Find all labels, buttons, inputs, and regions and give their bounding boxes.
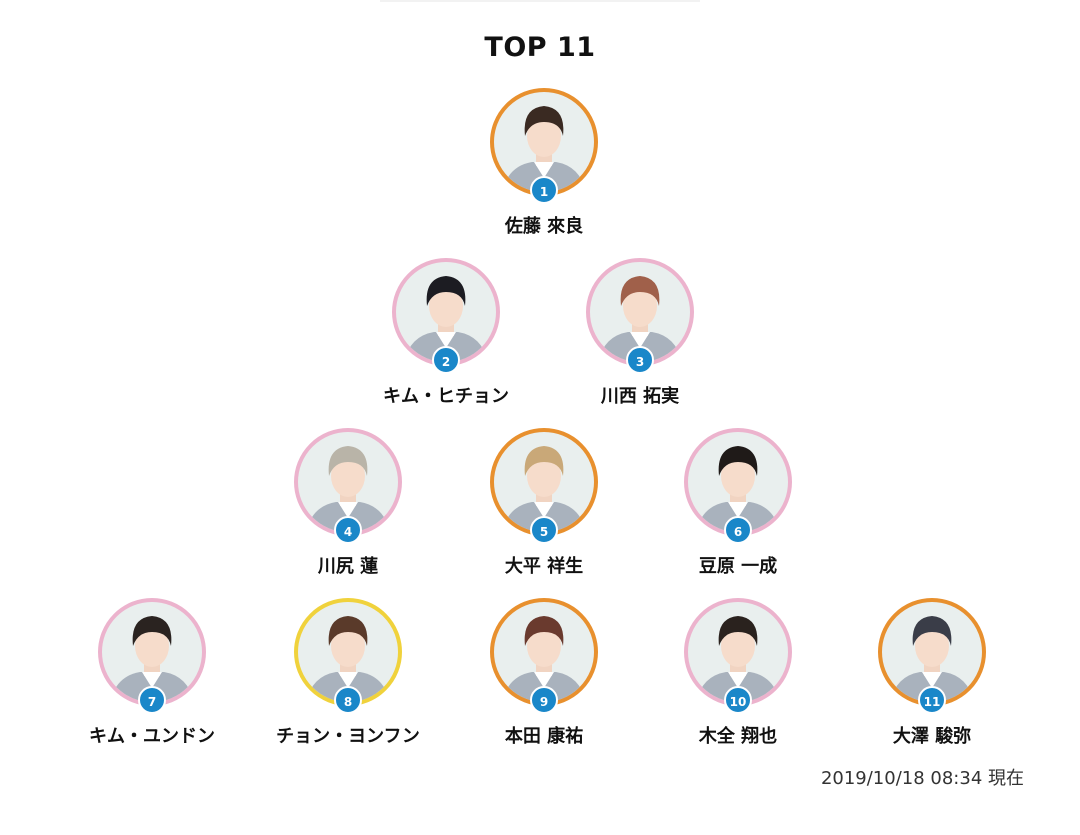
portrait-graphic: [696, 616, 780, 702]
member-card[interactable]: 10 木全 翔也: [638, 598, 838, 763]
rank-badge: 3: [626, 346, 654, 374]
shirt-collar-shape: [142, 672, 162, 688]
face-shape: [135, 625, 169, 667]
member-card[interactable]: 6 豆原 一成: [638, 428, 838, 593]
face-shape: [527, 455, 561, 497]
shirt-collar-shape: [728, 672, 748, 688]
rank-badge: 8: [334, 686, 362, 714]
face-shape: [721, 455, 755, 497]
member-name: キム・ヒチョン: [383, 386, 509, 407]
hair-shape: [328, 446, 368, 476]
hair-shape: [524, 106, 564, 136]
rank-badge: 4: [334, 516, 362, 544]
member-name: チョン・ヨンフン: [276, 726, 420, 747]
member-card[interactable]: 7 キム・ユンドン: [52, 598, 252, 763]
member-name: 豆原 一成: [698, 556, 778, 577]
hair-shape: [718, 446, 758, 476]
member-card[interactable]: 8 チョン・ヨンフン: [248, 598, 448, 763]
rank-badge: 1: [530, 176, 558, 204]
shirt-collar-shape: [338, 502, 358, 518]
member-name: キム・ユンドン: [89, 726, 215, 747]
member-card[interactable]: 3 川西 拓実: [540, 258, 740, 423]
timestamp: 2019/10/18 08:34 現在: [820, 768, 1024, 789]
portrait-graphic: [404, 276, 488, 362]
hair-shape: [620, 276, 660, 306]
rank-badge: 5: [530, 516, 558, 544]
top-divider: [380, 0, 700, 2]
shirt-collar-shape: [534, 162, 554, 178]
member-card[interactable]: 5 大平 祥生: [444, 428, 644, 593]
rank-badge: 9: [530, 686, 558, 714]
page-title: TOP 11: [484, 32, 596, 63]
rank-badge: 11: [918, 686, 946, 714]
hair-shape: [718, 616, 758, 646]
rank-badge: 6: [724, 516, 752, 544]
member-name: 佐藤 來良: [504, 216, 584, 237]
hair-shape: [524, 616, 564, 646]
shirt-collar-shape: [534, 502, 554, 518]
hair-shape: [328, 616, 368, 646]
face-shape: [527, 625, 561, 667]
rank-badge: 2: [432, 346, 460, 374]
member-card[interactable]: 4 川尻 蓮: [248, 428, 448, 593]
member-photo: [98, 598, 206, 706]
face-shape: [429, 285, 463, 327]
face-shape: [331, 625, 365, 667]
member-name: 木全 翔也: [698, 726, 778, 747]
member-name: 本田 康祐: [504, 726, 584, 747]
rank-badge: 7: [138, 686, 166, 714]
member-card[interactable]: 2 キム・ヒチョン: [346, 258, 546, 423]
member-name: 大平 祥生: [504, 556, 584, 577]
hair-shape: [426, 276, 466, 306]
hair-shape: [132, 616, 172, 646]
rank-badge: 10: [724, 686, 752, 714]
face-shape: [915, 625, 949, 667]
shirt-collar-shape: [922, 672, 942, 688]
face-shape: [527, 115, 561, 157]
member-card[interactable]: 9 本田 康祐: [444, 598, 644, 763]
face-shape: [331, 455, 365, 497]
member-name: 川西 拓実: [600, 386, 680, 407]
member-name: 大澤 駿弥: [892, 726, 972, 747]
member-name: 川尻 蓮: [317, 556, 379, 577]
member-card[interactable]: 11 大澤 駿弥: [832, 598, 1032, 763]
shirt-collar-shape: [728, 502, 748, 518]
shirt-collar-shape: [436, 332, 456, 348]
hair-shape: [524, 446, 564, 476]
shirt-collar-shape: [630, 332, 650, 348]
hair-shape: [912, 616, 952, 646]
member-card[interactable]: 1 佐藤 來良: [444, 88, 644, 253]
shirt-collar-shape: [338, 672, 358, 688]
face-shape: [623, 285, 657, 327]
face-shape: [721, 625, 755, 667]
shirt-collar-shape: [534, 672, 554, 688]
